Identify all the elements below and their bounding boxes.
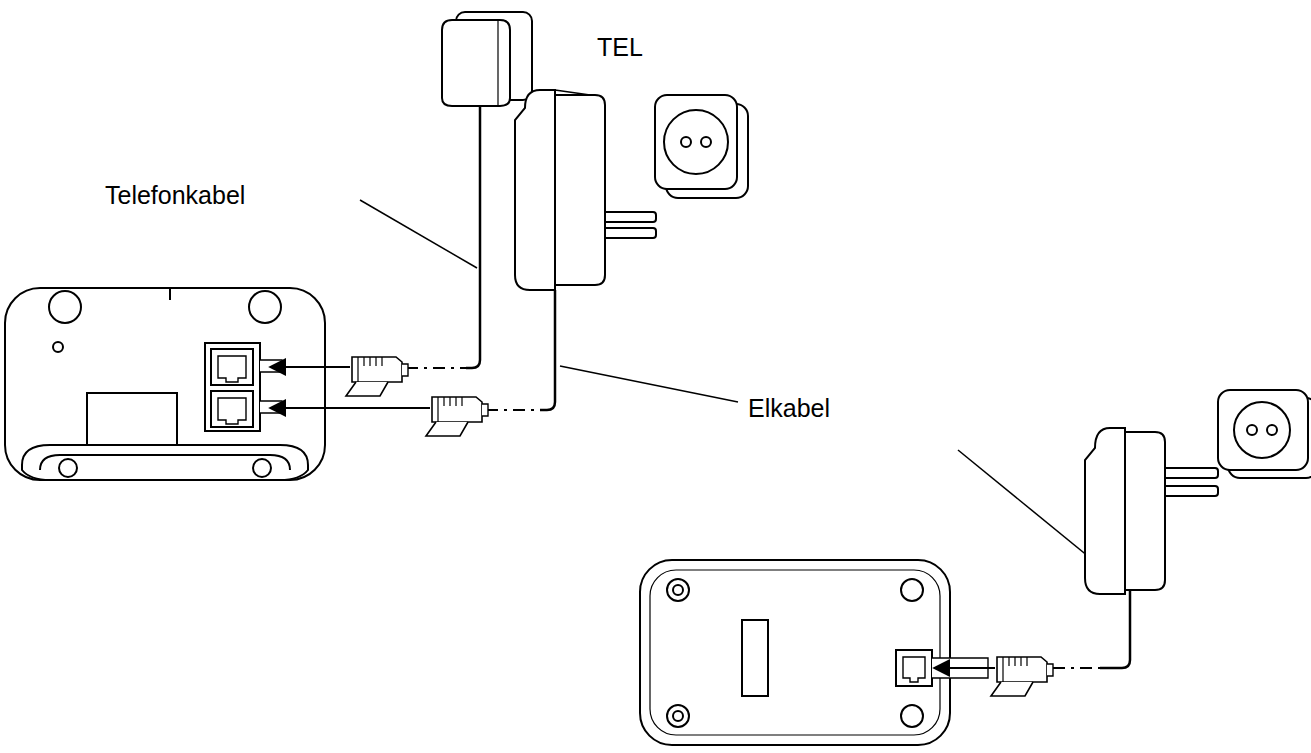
insert-arrow <box>270 407 430 409</box>
insert-arrow <box>934 667 995 669</box>
power-outlet <box>1218 390 1311 478</box>
insert-arrow <box>270 366 350 368</box>
leader-line <box>360 200 477 268</box>
housing-seam <box>169 288 171 300</box>
charger-base <box>640 560 988 745</box>
plug-pin <box>600 228 656 238</box>
plug-pin <box>1160 486 1218 496</box>
base-foot <box>59 459 77 477</box>
base-station <box>5 288 325 480</box>
modular-plug <box>346 357 408 396</box>
jack-panel <box>205 343 260 431</box>
jack-socket <box>218 398 246 424</box>
power-adapter <box>515 90 656 290</box>
base-housing <box>5 288 325 480</box>
modular-plug <box>426 397 488 436</box>
modular-plug <box>991 657 1053 696</box>
power-outlet <box>655 95 748 198</box>
jack-socket <box>218 356 246 382</box>
telephone-jack <box>211 349 253 385</box>
power-jack <box>211 391 253 427</box>
base-foot <box>249 291 281 323</box>
power-cable <box>1053 590 1130 668</box>
plug-pin <box>1160 468 1218 478</box>
socket-label: TEL <box>597 32 643 62</box>
plug-pin <box>600 212 656 222</box>
power-adapter <box>1085 428 1218 594</box>
base-screw <box>53 342 63 352</box>
cable-label: Elkabel <box>748 393 830 423</box>
cradle-rim <box>22 445 308 480</box>
cable-label: Telefonkabel <box>105 180 245 210</box>
leader-line <box>560 366 738 402</box>
base-foot <box>49 291 81 323</box>
telephone-cable <box>406 106 480 368</box>
base-foot <box>253 459 271 477</box>
telephone-wall-socket <box>442 12 532 106</box>
power-cable <box>486 290 555 410</box>
